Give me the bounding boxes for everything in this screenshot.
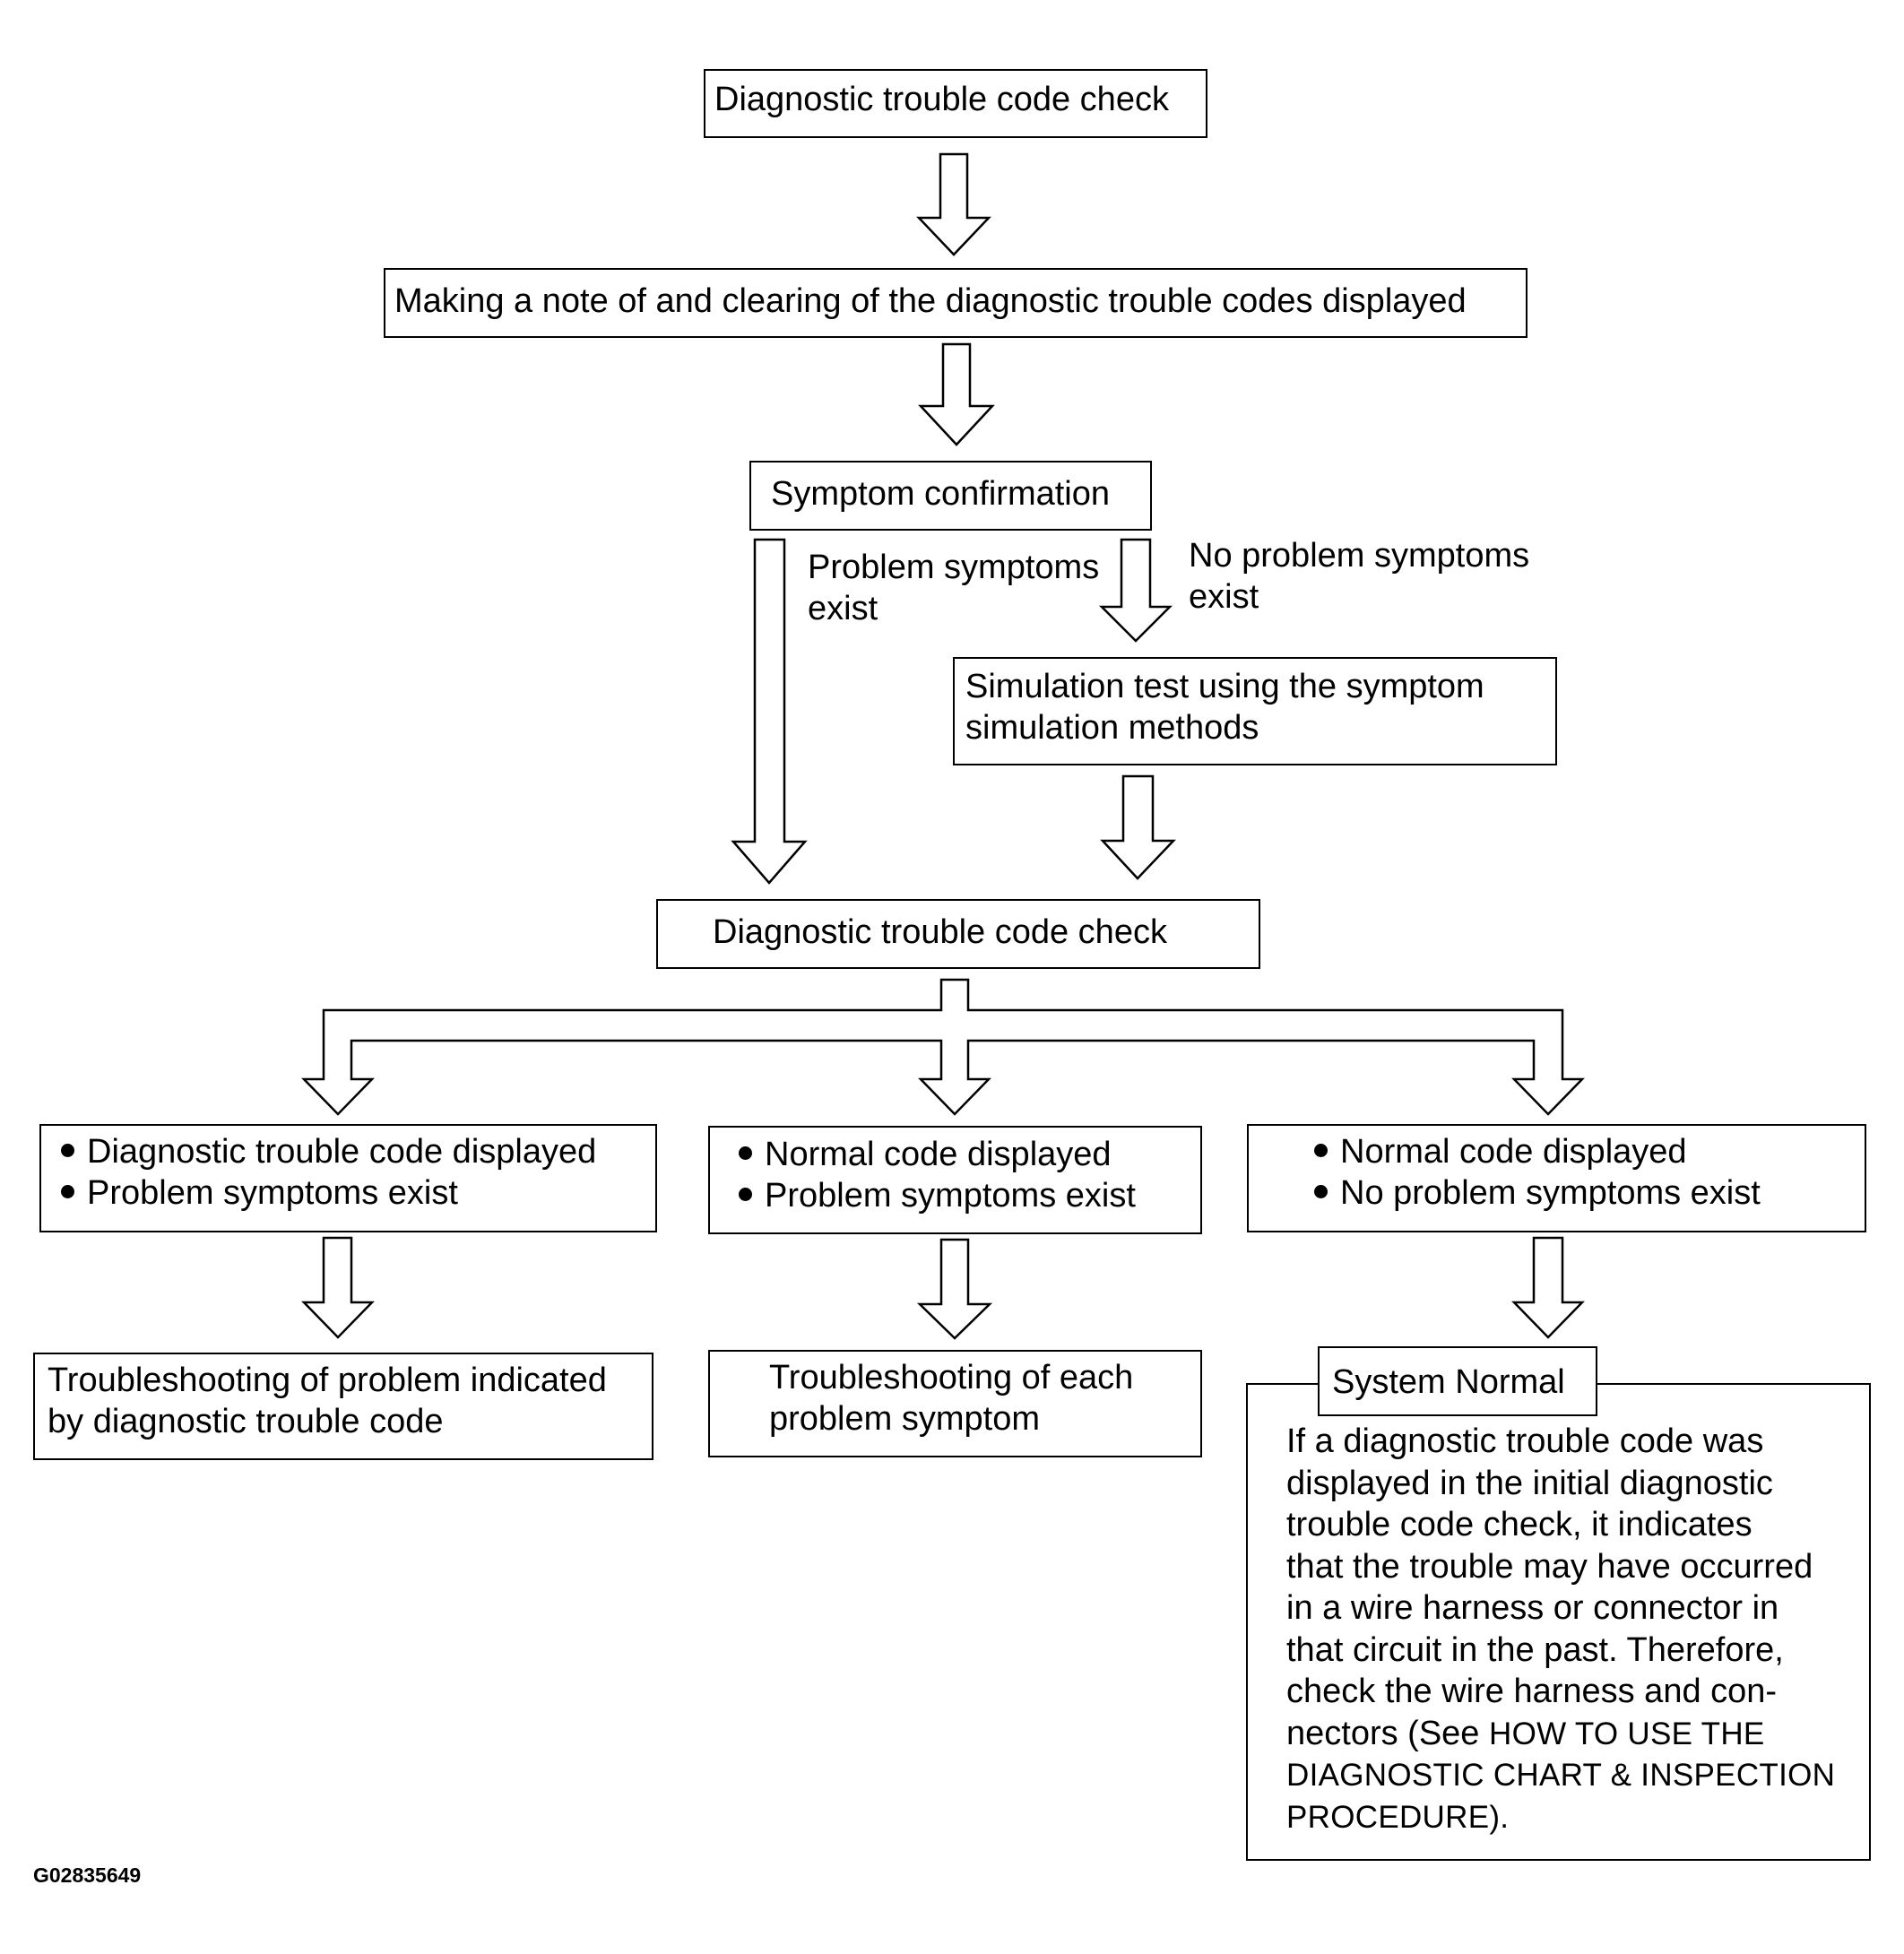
bullet-icon (61, 1185, 74, 1199)
node-result-dtc-displayed-label: Diagnostic trouble code displayed Proble… (61, 1131, 596, 1214)
arrow-simulation-to-dtc (1100, 774, 1176, 880)
arrow-middle-result-to-action (916, 1238, 993, 1340)
node-symptom-confirmation (749, 461, 1152, 531)
arrow-right-result-to-normal (1511, 1236, 1585, 1339)
node-dtc-check-second (656, 899, 1260, 969)
node-system-normal-panel (1246, 1383, 1871, 1861)
node-note-and-clear (384, 268, 1528, 338)
bullet-icon (739, 1188, 752, 1202)
arrow-symptom-no-problem (1098, 538, 1173, 643)
node-simulation-test (953, 657, 1557, 765)
arrow-note-to-symptom (918, 342, 995, 446)
node-system-normal-title-label: System Normal (1332, 1363, 1565, 1401)
node-result-normal-no-problem (1247, 1124, 1866, 1232)
bullet-icon (739, 1146, 752, 1161)
arrow-symptom-problem-exist (731, 538, 808, 885)
edge-label-no-problem-symptoms-exist: No problem symptoms exist (1189, 537, 1530, 616)
edge-label-problem-symptoms-exist: Problem symptoms exist (808, 549, 1100, 627)
node-result-normal-problem (708, 1126, 1202, 1234)
node-dtc-check-second-label: Diagnostic trouble code check (713, 913, 1167, 951)
node-action-troubleshoot-symptom (708, 1350, 1202, 1457)
bullet-icon (1314, 1144, 1328, 1158)
node-action-troubleshoot-dtc-label: Troubleshooting of problem indicated by … (48, 1362, 607, 1440)
figure-code: G02835649 (33, 1863, 142, 1887)
node-simulation-test-label: Simulation test using the symptom simula… (965, 668, 1484, 747)
node-dtc-check-top-label: Diagnostic trouble code check (714, 81, 1169, 118)
node-dtc-check-top (704, 69, 1207, 138)
bullet-icon (1314, 1185, 1328, 1199)
arrow-dtc-to-note (916, 152, 991, 256)
node-system-normal-title (1318, 1346, 1597, 1416)
system-normal-note: If a diagnostic trouble code was display… (1286, 1422, 1836, 1835)
arrow-three-way-split (301, 978, 1585, 1116)
node-action-troubleshoot-dtc (33, 1353, 653, 1460)
node-action-troubleshoot-symptom-label: Troubleshooting of each problem symptom (769, 1359, 1134, 1438)
node-symptom-confirmation-label: Symptom confirmation (771, 475, 1111, 513)
arrow-left-result-to-action (301, 1236, 375, 1339)
node-result-normal-problem-label: Normal code displayed Problem symptoms e… (739, 1134, 1136, 1216)
node-result-dtc-displayed (39, 1124, 657, 1232)
bullet-icon (61, 1144, 74, 1158)
node-note-and-clear-label: Making a note of and clearing of the dia… (394, 282, 1467, 320)
node-result-normal-no-problem-label: Normal code displayed No problem symptom… (1314, 1131, 1761, 1214)
